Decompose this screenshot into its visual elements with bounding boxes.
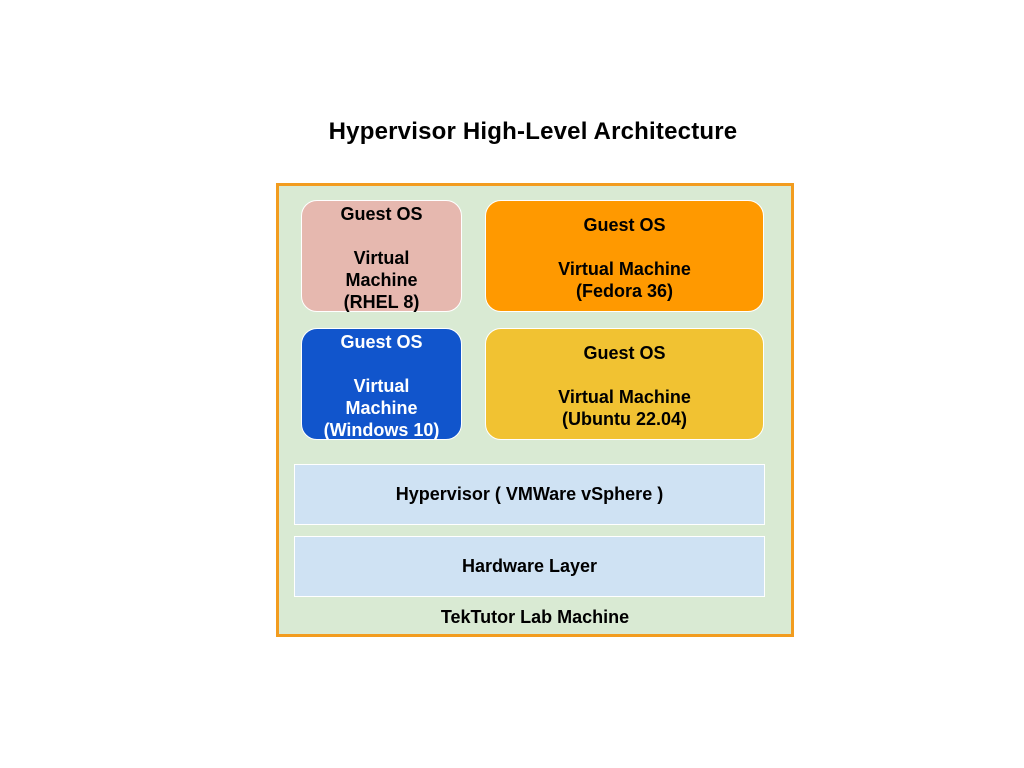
hypervisor-layer: Hypervisor ( VMWare vSphere ) bbox=[294, 464, 765, 525]
vm-rhel-box: Guest OS Virtual Machine (RHEL 8) bbox=[301, 200, 462, 312]
vm-label-line1: Virtual Machine bbox=[558, 259, 691, 279]
guest-os-label: Guest OS bbox=[583, 343, 666, 363]
vm-label-line1: Virtual Machine bbox=[558, 387, 691, 407]
vm-windows-box: Guest OS Virtual Machine (Windows 10) bbox=[301, 328, 462, 440]
vm-ubuntu-box: Guest OS Virtual Machine (Ubuntu 22.04) bbox=[485, 328, 764, 440]
vm-os-name: (RHEL 8) bbox=[343, 292, 420, 312]
vm-fedora-box: Guest OS Virtual Machine (Fedora 36) bbox=[485, 200, 764, 312]
vm-label-line2: Machine bbox=[345, 398, 418, 418]
hardware-layer-label: Hardware Layer bbox=[461, 556, 598, 576]
vm-label-line1: Virtual bbox=[353, 248, 410, 268]
guest-os-label: Guest OS bbox=[340, 204, 423, 224]
vm-os-name: (Ubuntu 22.04) bbox=[561, 409, 687, 429]
guest-os-label: Guest OS bbox=[340, 332, 423, 352]
hardware-layer: Hardware Layer bbox=[294, 536, 765, 597]
vm-label-line2: Machine bbox=[345, 270, 418, 290]
diagram-title: Hypervisor High-Level Architecture bbox=[328, 118, 738, 145]
vm-os-name: (Windows 10) bbox=[323, 420, 440, 440]
guest-os-label: Guest OS bbox=[583, 215, 666, 235]
hypervisor-layer-label: Hypervisor ( VMWare vSphere ) bbox=[395, 484, 664, 504]
vm-os-name: (Fedora 36) bbox=[575, 281, 674, 301]
lab-machine-label: TekTutor Lab Machine bbox=[440, 607, 630, 627]
vm-label-line1: Virtual bbox=[353, 376, 410, 396]
